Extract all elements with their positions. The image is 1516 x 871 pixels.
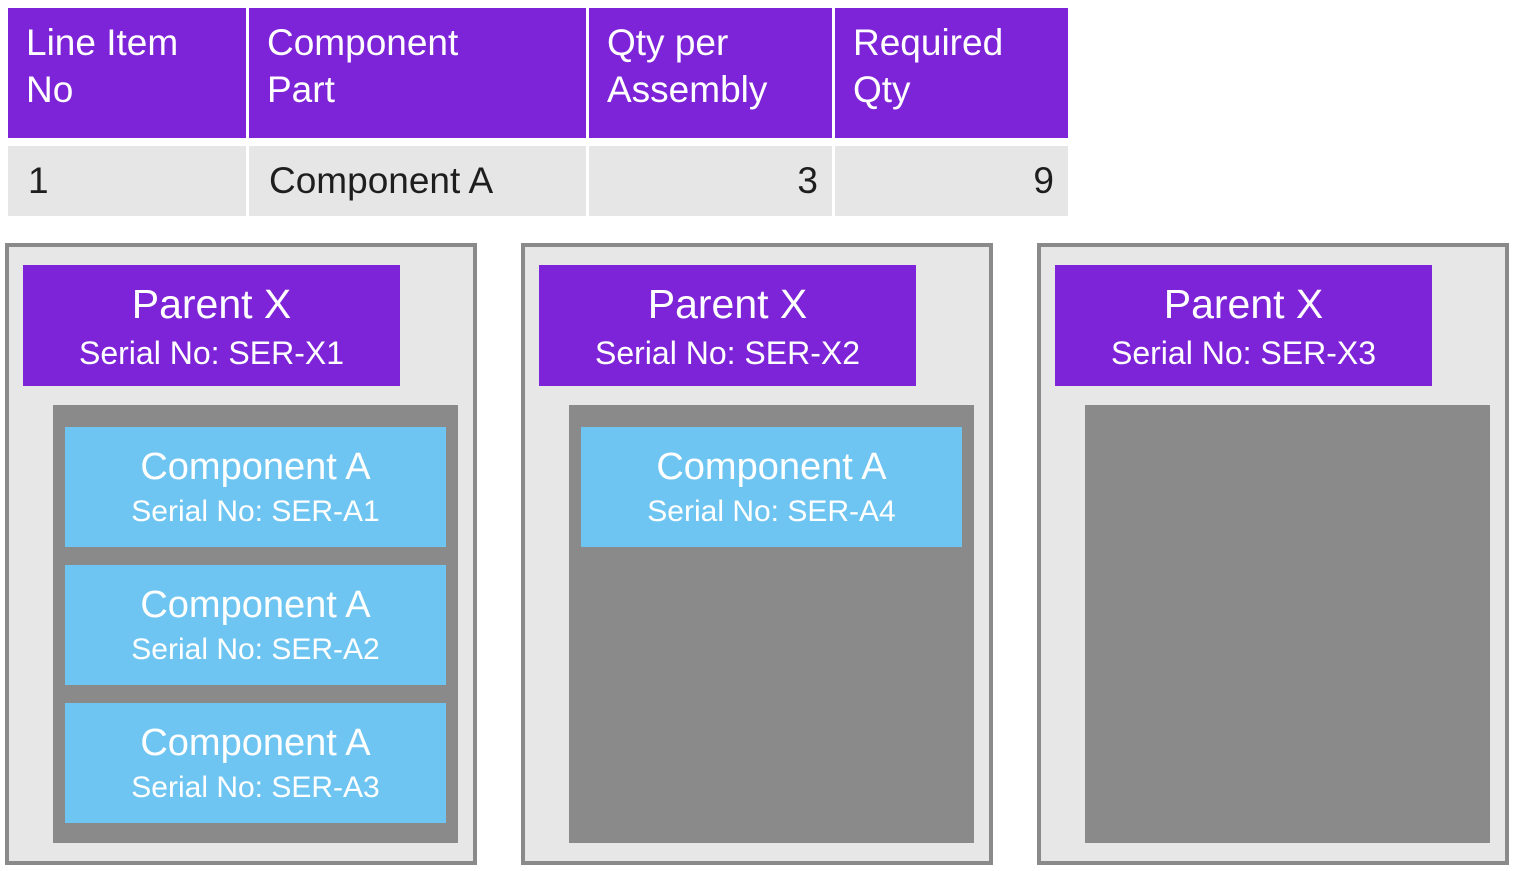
component-name: Component A (656, 446, 887, 488)
component-box: Component A Serial No: SER-A4 (581, 427, 962, 547)
parent-header: Parent X Serial No: SER-X2 (539, 265, 916, 386)
component-box: Component A Serial No: SER-A3 (65, 703, 446, 823)
cell-qty-per-assembly: 3 (589, 146, 832, 216)
parent-header: Parent X Serial No: SER-X3 (1055, 265, 1432, 386)
component-name: Component A (140, 584, 371, 626)
column-header-line-item-no: Line Item No (8, 8, 246, 138)
parent-assembly-panels: Parent X Serial No: SER-X1 Component A S… (5, 243, 1509, 865)
component-name: Component A (140, 446, 371, 488)
parent-title: Parent X (1163, 280, 1324, 327)
component-box: Component A Serial No: SER-A2 (65, 565, 446, 685)
component-name: Component A (140, 722, 371, 764)
component-slot-container: Component A Serial No: SER-A1 Component … (53, 405, 458, 843)
parent-serial: Serial No: SER-X3 (1111, 334, 1376, 371)
component-box: Component A Serial No: SER-A1 (65, 427, 446, 547)
bom-table: Line Item No Component Part Qty per Asse… (8, 8, 1068, 216)
parent-header: Parent X Serial No: SER-X1 (23, 265, 400, 386)
parent-assembly-panel: Parent X Serial No: SER-X2 Component A S… (521, 243, 993, 865)
column-header-qty-per-assembly: Qty per Assembly (589, 8, 832, 138)
parent-title: Parent X (647, 280, 808, 327)
component-slot-container (1085, 405, 1490, 843)
parent-assembly-panel: Parent X Serial No: SER-X3 (1037, 243, 1509, 865)
parent-title: Parent X (131, 280, 292, 327)
column-header-required-qty: Required Qty (835, 8, 1068, 138)
component-serial: Serial No: SER-A2 (131, 633, 380, 666)
cell-required-qty: 9 (835, 146, 1068, 216)
parent-serial: Serial No: SER-X1 (79, 334, 344, 371)
component-slot-container: Component A Serial No: SER-A4 (569, 405, 974, 843)
column-header-component-part: Component Part (249, 8, 586, 138)
parent-serial: Serial No: SER-X2 (595, 334, 860, 371)
parent-assembly-panel: Parent X Serial No: SER-X1 Component A S… (5, 243, 477, 865)
component-serial: Serial No: SER-A4 (647, 495, 896, 528)
cell-line-item-no: 1 (8, 146, 246, 216)
component-serial: Serial No: SER-A3 (131, 771, 380, 804)
cell-component-part: Component A (249, 146, 586, 216)
component-serial: Serial No: SER-A1 (131, 495, 380, 528)
